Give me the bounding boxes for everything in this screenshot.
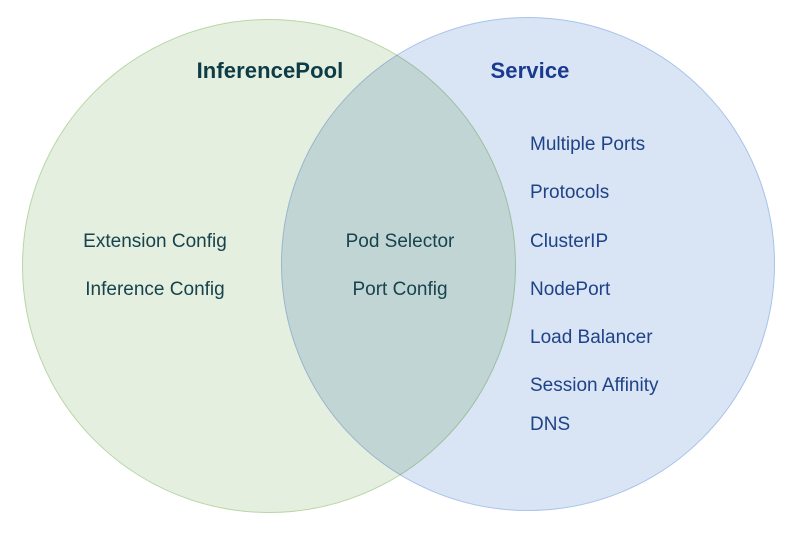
venn-item-right-5: Session Affinity bbox=[530, 375, 659, 396]
venn-item-right-3: NodePort bbox=[530, 279, 611, 300]
venn-item-right-6: DNS bbox=[530, 414, 571, 435]
venn-item-intersection-1: Port Config bbox=[352, 279, 448, 300]
venn-item-right-1: Protocols bbox=[530, 182, 610, 203]
venn-circle-service bbox=[281, 17, 775, 511]
venn-item-left-1: Inference Config bbox=[85, 279, 225, 300]
venn-item-right-2: ClusterIP bbox=[530, 231, 609, 252]
venn-item-right-4: Load Balancer bbox=[530, 327, 653, 348]
venn-title-service: Service bbox=[490, 58, 570, 83]
venn-item-left-0: Extension Config bbox=[83, 231, 227, 252]
venn-item-right-0: Multiple Ports bbox=[530, 134, 646, 155]
venn-title-inferencepool: InferencePool bbox=[196, 58, 344, 83]
venn-item-intersection-0: Pod Selector bbox=[345, 231, 455, 252]
